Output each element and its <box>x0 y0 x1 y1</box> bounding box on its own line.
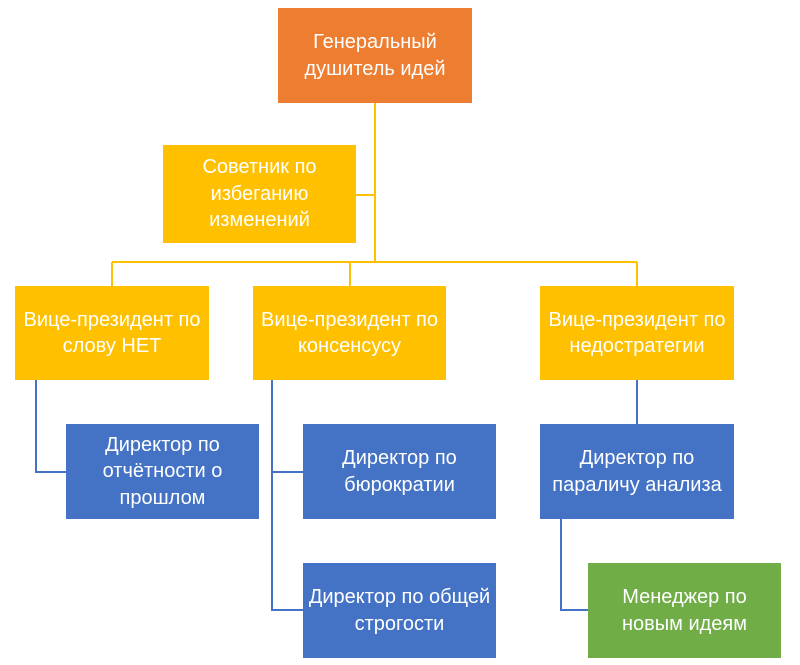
node-dir-past-reports: Директор по отчётности о прошлом <box>66 424 259 519</box>
connector-past-reports <box>35 380 66 473</box>
node-vp-nonstrategy: Вице-президент по недостратегии <box>540 286 734 380</box>
node-vp-no: Вице-президент по слову НЕТ <box>15 286 209 380</box>
node-dir-bureaucracy: Директор по бюрократии <box>303 424 496 519</box>
node-general: Генеральный душитель идей <box>278 8 472 103</box>
node-mgr-new-ideas: Менеджер по новым идеям <box>588 563 781 658</box>
connector-new-ideas <box>560 519 588 611</box>
node-dir-strictness: Директор по общей строгости <box>303 563 496 658</box>
node-dir-analysis-paralysis: Директор по параличу анализа <box>540 424 734 519</box>
node-vp-consensus: Вице-президент по консенсусу <box>253 286 446 380</box>
connector-consensus-directors <box>271 380 303 611</box>
node-advisor: Советник по избеганию изменений <box>163 145 356 243</box>
